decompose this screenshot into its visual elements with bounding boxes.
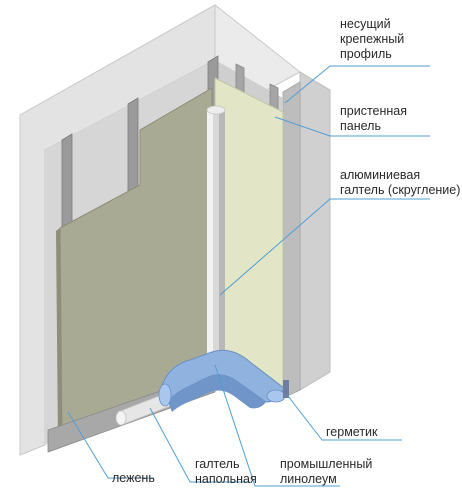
leader-linoleum [214,364,340,487]
label-linoleum: промышленный линолеум [280,457,373,486]
leader-fillet [219,198,430,296]
wall-right-edge [299,71,331,391]
leader-panel [274,116,430,137]
leader-sealant [287,395,402,441]
label-profile: несущий крепежный профиль [340,17,405,61]
linoleum-corner [158,349,286,412]
leader-profile [284,65,430,104]
label-panel: пристенная панель [340,104,408,133]
leader-floor-fillet [149,407,250,483]
label-sealant: герметик [326,425,378,439]
wall-right-column [282,81,301,399]
label-floor-fillet: галтель напольная [195,457,257,486]
label-lezhen: лежень [112,471,155,485]
wall-panel-right [214,77,284,396]
label-fillet: алюминиевая галтель (скругление) [340,168,461,197]
leader-lines [67,65,430,487]
aluminium-fillet [206,105,226,368]
leader-lezhen [67,411,154,479]
wall-panel-left-edge [56,228,62,442]
sealant-strip [283,380,289,398]
